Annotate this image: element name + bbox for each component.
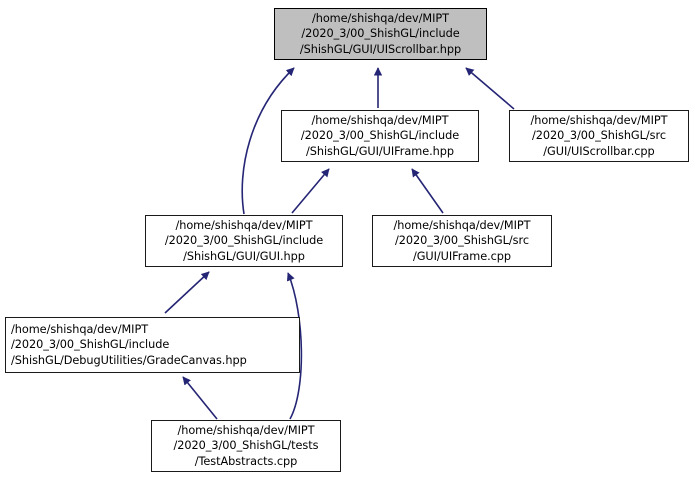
node-line: /ShishGL/DebugUtilities/GradeCanvas.hpp xyxy=(11,353,247,367)
node-line: /home/shishqa/dev/MIPT xyxy=(530,114,668,128)
node-line: /2020_3/00_ShishGL/include xyxy=(300,129,460,143)
node-line: /home/shishqa/dev/MIPT xyxy=(11,323,149,337)
node-line: /home/shishqa/dev/MIPT xyxy=(311,114,449,128)
node-line: /home/shishqa/dev/MIPT xyxy=(393,219,531,233)
edge-uiscrollbar-cpp-to-uiscrollbar-hpp xyxy=(465,67,515,110)
node-gradecanvas-hpp[interactable]: /home/shishqa/dev/MIPT /2020_3/00_ShishG… xyxy=(5,317,300,373)
node-line: /2020_3/00_ShishGL/include xyxy=(11,338,170,352)
node-line: /ShishGL/GUI/GUI.hpp xyxy=(183,249,305,263)
node-uiscrollbar-hpp[interactable]: /home/shishqa/dev/MIPT /2020_3/00_ShishG… xyxy=(274,8,487,60)
node-line: /TestAbstracts.cpp xyxy=(194,454,298,468)
node-gui-hpp[interactable]: /home/shishqa/dev/MIPT /2020_3/00_ShishG… xyxy=(145,215,343,267)
node-line: /2020_3/00_ShishGL/include xyxy=(164,234,324,248)
node-line: /2020_3/00_ShishGL/tests xyxy=(173,439,319,453)
node-line: /2020_3/00_ShishGL/include xyxy=(301,27,460,41)
edge-uiframe-cpp-to-uiframe-hpp xyxy=(411,168,444,214)
edge-testabstracts-cpp-to-gui-hpp xyxy=(286,272,303,420)
edge-gui-hpp-to-uiframe-hpp xyxy=(291,168,330,214)
node-line: /home/shishqa/dev/MIPT xyxy=(177,424,315,438)
node-uiframe-cpp[interactable]: /home/shishqa/dev/MIPT /2020_3/00_ShishG… xyxy=(372,215,552,267)
node-line: /2020_3/00_ShishGL/src xyxy=(532,129,666,143)
edge-gradecanvas-hpp-to-gui-hpp xyxy=(164,271,210,314)
edge-testabstracts-cpp-to-gradecanvas-hpp xyxy=(182,376,218,420)
node-line: /ShishGL/GUI/UIFrame.hpp xyxy=(305,144,455,158)
node-line: /ShishGL/GUI/UIScrollbar.hpp xyxy=(299,42,462,56)
node-line: /home/shishqa/dev/MIPT xyxy=(311,12,450,26)
edge-gui-hpp-to-uiscrollbar-hpp xyxy=(241,67,295,215)
node-line: /GUI/UIFrame.cpp xyxy=(412,249,512,263)
node-testabstracts-cpp[interactable]: /home/shishqa/dev/MIPT /2020_3/00_ShishG… xyxy=(151,420,341,472)
node-line: /home/shishqa/dev/MIPT xyxy=(175,219,313,233)
node-uiscrollbar-cpp[interactable]: /home/shishqa/dev/MIPT /2020_3/00_ShishG… xyxy=(509,110,689,162)
node-line: /2020_3/00_ShishGL/src xyxy=(395,234,529,248)
node-uiframe-hpp[interactable]: /home/shishqa/dev/MIPT /2020_3/00_ShishG… xyxy=(281,110,479,162)
node-line: /GUI/UIScrollbar.cpp xyxy=(543,144,655,158)
